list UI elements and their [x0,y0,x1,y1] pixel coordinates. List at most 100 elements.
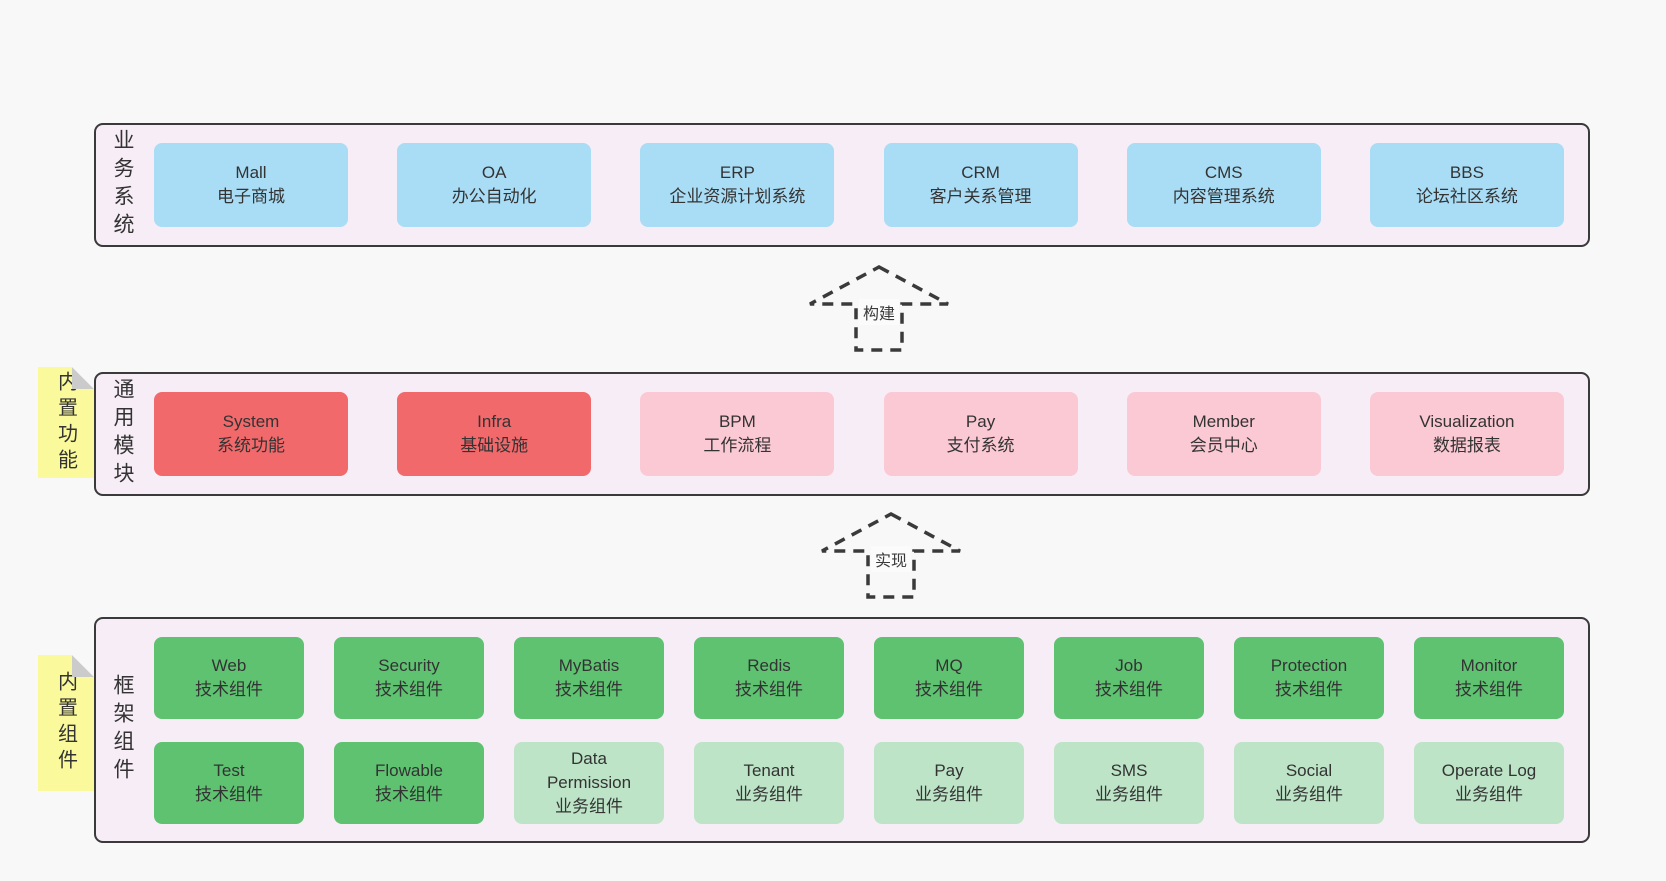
box-infra: Infra 基础设施 [397,392,592,476]
section-label-framework-components: 框架组件 [111,674,134,786]
box-title: CMS [1204,163,1243,182]
box-title: Member [1192,412,1255,431]
box-bpm: BPM 工作流程 [640,392,835,476]
implement-arrow-icon: 实现 [818,510,964,602]
box-subtitle: 业务组件 [735,784,803,804]
box-subtitle: 技术组件 [195,679,263,699]
box-subtitle: 企业资源计划系统 [669,187,806,206]
box-subtitle: 技术组件 [195,784,263,804]
section-business-systems: 业务系统 Mall 电子商城 OA 办公自动化 ERP 企业资源计划系统 CRM 客户关系管理… [94,123,1590,247]
box-title: Social [1285,760,1333,780]
sticky-fold-corner-icon [72,655,94,677]
implement-arrow-label: 实现 [870,546,912,572]
box-title: ERP [719,163,755,182]
box-cms: CMS 内容管理系统 [1126,143,1321,227]
build-arrow-label: 构建 [858,299,900,325]
box-title: BBS [1449,163,1484,182]
box-title: Pay [934,760,964,780]
sticky-note-built-in-components: 内置组件 [38,655,94,791]
box-operate-log: Operate Log 业务组件 [1414,741,1564,824]
box-title: Web [211,655,247,675]
box-title: Monitor [1460,655,1518,675]
box-tenant: Tenant 业务组件 [694,741,844,824]
box-title: SMS [1110,760,1148,780]
box-title: Job [1115,655,1143,675]
box-title: Infra [477,412,512,431]
box-subtitle: 基础设施 [460,436,529,455]
box-mybatis: MyBatis 技术组件 [514,636,664,719]
box-title: Security [378,655,440,675]
box-title: Mall [235,163,267,182]
box-mq: MQ 技术组件 [874,636,1024,719]
box-subtitle: 技术组件 [735,679,803,699]
box-member: Member 会员中心 [1126,392,1321,476]
build-arrow-icon: 构建 [806,263,952,355]
box-sms: SMS 业务组件 [1054,741,1204,824]
box-subtitle: 数据报表 [1432,436,1501,455]
box-subtitle: 办公自动化 [451,187,537,206]
box-visualization: Visualization 数据报表 [1369,392,1564,476]
box-title: MyBatis [558,655,620,675]
sticky-note-text: 内置组件 [54,671,77,775]
box-subtitle: 技术组件 [915,679,983,699]
sticky-note-text: 内置功能 [54,370,77,475]
box-subtitle: 工作流程 [703,436,772,455]
box-title: Pay [965,412,996,431]
box-title: Visualization [1419,412,1515,431]
section-boxes-business-systems: Mall 电子商城 OA 办公自动化 ERP 企业资源计划系统 CRM 客户关系管理 CMS 内容… [154,125,1564,245]
box-subtitle: 技术组件 [555,679,623,699]
box-title: BPM [718,412,756,431]
box-mall: Mall 电子商城 [154,143,348,227]
dashed-up-arrow-icon [821,512,961,599]
box-system: System 系统功能 [154,392,348,476]
box-title: System [222,412,280,431]
box-title: CRM [961,163,1000,182]
box-subtitle: 会员中心 [1189,436,1258,455]
box-erp: ERP 企业资源计划系统 [640,143,835,227]
section-framework-components: 框架组件 Web 技术组件 Security 技术组件 MyBatis 技术组件 Redis… [94,617,1590,843]
section-label-business-systems: 业务系统 [111,129,134,241]
box-subtitle: 业务组件 [1095,784,1163,804]
box-title: Tenant [743,760,795,780]
box-subtitle: 内容管理系统 [1172,187,1275,206]
box-social: Social 业务组件 [1234,741,1384,824]
box-subtitle: 电子商城 [217,187,285,206]
box-subtitle: 技术组件 [1455,679,1523,699]
box-subtitle: 业务组件 [1275,784,1343,804]
box-bbs: BBS 论坛社区系统 [1369,143,1564,227]
box-row: Mall 电子商城 OA 办公自动化 ERP 企业资源计划系统 CRM 客户关系管理 CMS 内容… [154,143,1564,227]
box-subtitle: 论坛社区系统 [1415,187,1518,206]
box-protection: Protection 技术组件 [1234,636,1384,719]
box-title: MQ [935,655,963,675]
box-subtitle: 技术组件 [375,679,443,699]
box-oa: OA 办公自动化 [397,143,592,227]
box-subtitle: 技术组件 [375,784,443,804]
box-subtitle: 技术组件 [1275,679,1343,699]
box-subtitle: 技术组件 [1095,679,1163,699]
dashed-up-arrow-icon [809,265,949,352]
section-label-common-modules: 通用模块 [111,378,134,490]
sticky-fold-corner-icon [72,367,94,389]
box-title: OA [481,163,507,182]
box-subtitle: 业务组件 [1455,784,1523,804]
box-monitor: Monitor 技术组件 [1414,636,1564,719]
box-title: Protection [1270,655,1348,675]
box-job: Job 技术组件 [1054,636,1204,719]
box-subtitle: 系统功能 [217,436,285,455]
box-subtitle: 客户关系管理 [929,187,1032,206]
box-title: Redis [747,655,791,675]
box-title: Data Permission [546,748,632,792]
box-title: Operate Log [1441,760,1537,780]
